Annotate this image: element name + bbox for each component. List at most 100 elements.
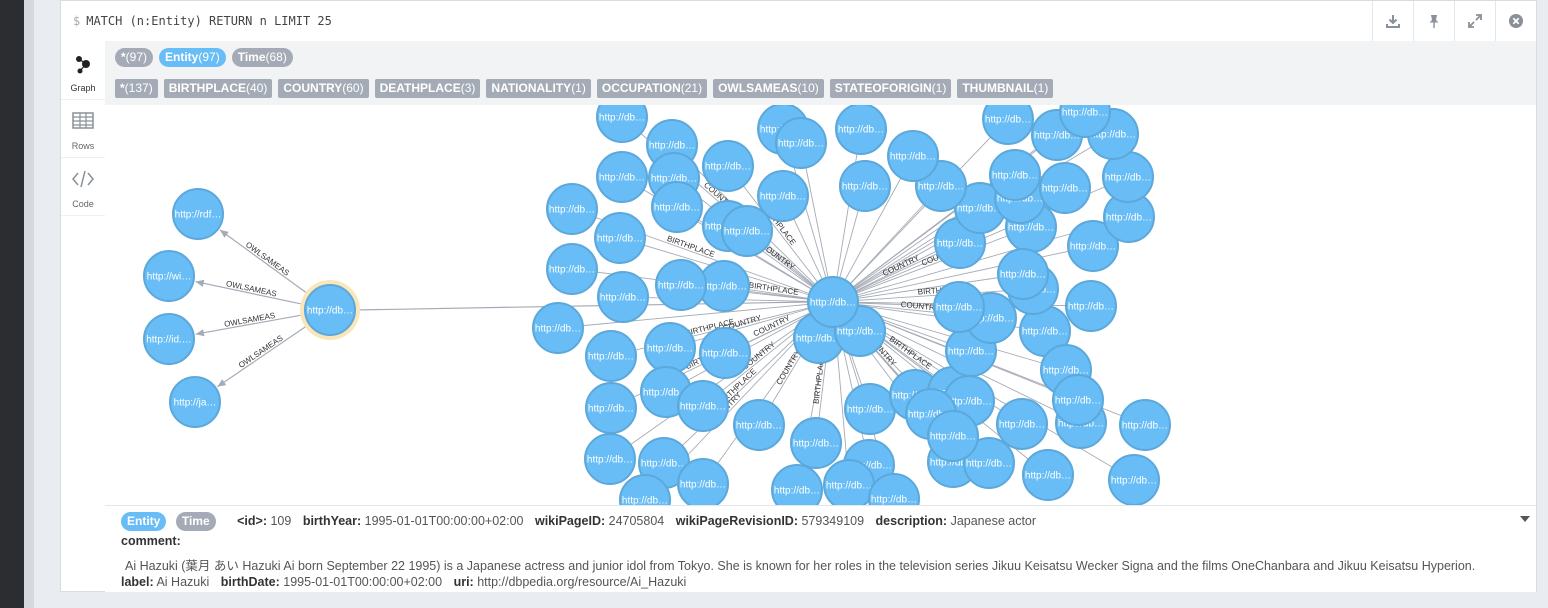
graph-node[interactable]: http://db… bbox=[702, 140, 754, 192]
graph-node[interactable]: http://db… bbox=[532, 302, 584, 354]
sidebar-item-code[interactable]: Code bbox=[61, 157, 105, 216]
node-label-entity[interactable]: Entity(97) bbox=[159, 48, 226, 67]
download-button[interactable] bbox=[1372, 1, 1413, 41]
close-frame-button[interactable] bbox=[1495, 1, 1536, 41]
node-circle[interactable] bbox=[597, 271, 649, 323]
owl-node[interactable]: http://id.… bbox=[143, 313, 195, 365]
rel-type-stateoforigin[interactable]: STATEOFORIGIN(1) bbox=[829, 79, 952, 98]
rel-type-deathplace[interactable]: DEATHPLACE(3) bbox=[374, 79, 481, 98]
node-circle[interactable] bbox=[1067, 220, 1119, 272]
graph-node[interactable]: http://db… bbox=[1108, 454, 1160, 505]
node-circle[interactable] bbox=[1065, 280, 1117, 332]
graph-node[interactable]: http://db… bbox=[771, 464, 823, 505]
node-circle[interactable] bbox=[651, 181, 703, 233]
node-circle[interactable] bbox=[585, 330, 637, 382]
chevron-down-icon[interactable] bbox=[1520, 516, 1530, 522]
node-circle[interactable] bbox=[733, 399, 785, 451]
query-string[interactable]: MATCH (n:Entity) RETURN n LIMIT 25 bbox=[86, 14, 332, 28]
graph-node[interactable]: http://db… bbox=[1059, 105, 1111, 138]
node-circle[interactable] bbox=[143, 250, 195, 302]
graph-node[interactable]: http://db… bbox=[699, 327, 751, 379]
node-circle[interactable] bbox=[1059, 105, 1111, 138]
rel-type-birthplace[interactable]: BIRTHPLACE(40) bbox=[163, 79, 273, 98]
inspector-label-time[interactable]: Time bbox=[175, 512, 216, 531]
query-text[interactable]: $MATCH (n:Entity) RETURN n LIMIT 25 bbox=[73, 14, 332, 28]
graph-node[interactable]: http://db… bbox=[997, 248, 1049, 300]
node-circle[interactable] bbox=[868, 473, 920, 505]
node-circle[interactable] bbox=[1119, 399, 1171, 451]
graph-node[interactable]: http://db… bbox=[1067, 220, 1119, 272]
pin-button[interactable] bbox=[1413, 1, 1454, 41]
graph-svg[interactable]: OWLSAMEASOWLSAMEASOWLSAMEASOWLSAMEASCOUN… bbox=[105, 105, 1536, 505]
graph-node[interactable]: http://db… bbox=[1052, 374, 1104, 426]
graph-node[interactable]: http://db… bbox=[839, 160, 891, 212]
node-circle[interactable] bbox=[997, 248, 1049, 300]
node-circle[interactable] bbox=[1108, 454, 1160, 505]
node-circle[interactable] bbox=[1039, 162, 1091, 214]
graph-node[interactable]: http://db… bbox=[933, 281, 985, 333]
rel-type-thumbnail[interactable]: THUMBNAIL(1) bbox=[957, 79, 1054, 98]
selected-node[interactable]: http://db… bbox=[300, 280, 360, 340]
node-circle[interactable] bbox=[172, 188, 224, 240]
node-circle[interactable] bbox=[546, 183, 598, 235]
node-circle[interactable] bbox=[835, 105, 887, 155]
graph-node[interactable]: http://db… bbox=[596, 151, 648, 203]
graph-node[interactable]: http://db… bbox=[823, 459, 875, 505]
graph-node[interactable]: http://db… bbox=[887, 130, 939, 182]
graph-node[interactable]: http://db… bbox=[585, 382, 637, 434]
node-circle[interactable] bbox=[677, 458, 729, 505]
graph-node[interactable]: http://db… bbox=[757, 170, 809, 222]
node-circle[interactable] bbox=[771, 464, 823, 505]
hub-node[interactable]: http://db… bbox=[807, 276, 859, 328]
rel-type-all[interactable]: *(137) bbox=[115, 79, 158, 98]
sidebar-item-graph[interactable]: Graph bbox=[61, 41, 105, 100]
node-circle[interactable] bbox=[721, 205, 773, 257]
node-circle[interactable] bbox=[963, 437, 1015, 489]
rel-type-nationality[interactable]: NATIONALITY(1) bbox=[486, 79, 591, 98]
graph-node[interactable]: http://db… bbox=[644, 322, 696, 374]
node-circle[interactable] bbox=[989, 149, 1041, 201]
node-circle[interactable] bbox=[775, 117, 827, 169]
node-circle[interactable] bbox=[933, 281, 985, 333]
node-circle[interactable] bbox=[839, 160, 891, 212]
fullscreen-button[interactable] bbox=[1454, 1, 1495, 41]
graph-node[interactable]: http://db… bbox=[996, 398, 1048, 450]
graph-node[interactable]: http://db… bbox=[1103, 191, 1155, 243]
graph-node[interactable]: http://db… bbox=[677, 458, 729, 505]
graph-node[interactable]: http://db… bbox=[927, 410, 979, 462]
graph-node[interactable]: http://db… bbox=[775, 117, 827, 169]
node-circle[interactable] bbox=[596, 105, 648, 143]
owl-node[interactable]: http://rdf… bbox=[172, 188, 224, 240]
node-circle[interactable] bbox=[585, 382, 637, 434]
graph-node[interactable]: http://db… bbox=[1039, 162, 1091, 214]
node-circle[interactable] bbox=[677, 380, 729, 432]
node-circle[interactable] bbox=[790, 417, 842, 469]
graph-node[interactable]: http://db… bbox=[596, 105, 648, 143]
graph-node[interactable]: http://db… bbox=[721, 205, 773, 257]
node-circle[interactable] bbox=[982, 105, 1034, 145]
graph-node[interactable]: http://db… bbox=[1065, 280, 1117, 332]
graph-node[interactable]: http://db… bbox=[1022, 449, 1074, 501]
node-circle[interactable] bbox=[596, 151, 648, 203]
node-circle[interactable] bbox=[304, 284, 356, 336]
graph-node[interactable]: http://db… bbox=[594, 212, 646, 264]
node-circle[interactable] bbox=[169, 376, 221, 428]
node-circle[interactable] bbox=[546, 243, 598, 295]
graph-node[interactable]: http://db… bbox=[868, 473, 920, 505]
node-label-time[interactable]: Time(68) bbox=[231, 48, 293, 67]
node-circle[interactable] bbox=[655, 259, 707, 311]
graph-node[interactable]: http://db… bbox=[1102, 151, 1154, 203]
node-circle[interactable] bbox=[699, 327, 751, 379]
graph-node[interactable]: http://db… bbox=[597, 271, 649, 323]
graph-node[interactable]: http://db… bbox=[546, 183, 598, 235]
rel-type-occupation[interactable]: OCCUPATION(21) bbox=[596, 79, 708, 98]
graph-node[interactable]: http://db… bbox=[989, 149, 1041, 201]
owl-node[interactable]: http://wi… bbox=[143, 250, 195, 302]
node-circle[interactable] bbox=[619, 474, 671, 505]
node-circle[interactable] bbox=[702, 140, 754, 192]
graph-node[interactable]: http://db… bbox=[835, 105, 887, 155]
node-circle[interactable] bbox=[532, 302, 584, 354]
owl-node[interactable]: http://ja… bbox=[169, 376, 221, 428]
graph-node[interactable]: http://db… bbox=[655, 259, 707, 311]
node-circle[interactable] bbox=[887, 130, 939, 182]
